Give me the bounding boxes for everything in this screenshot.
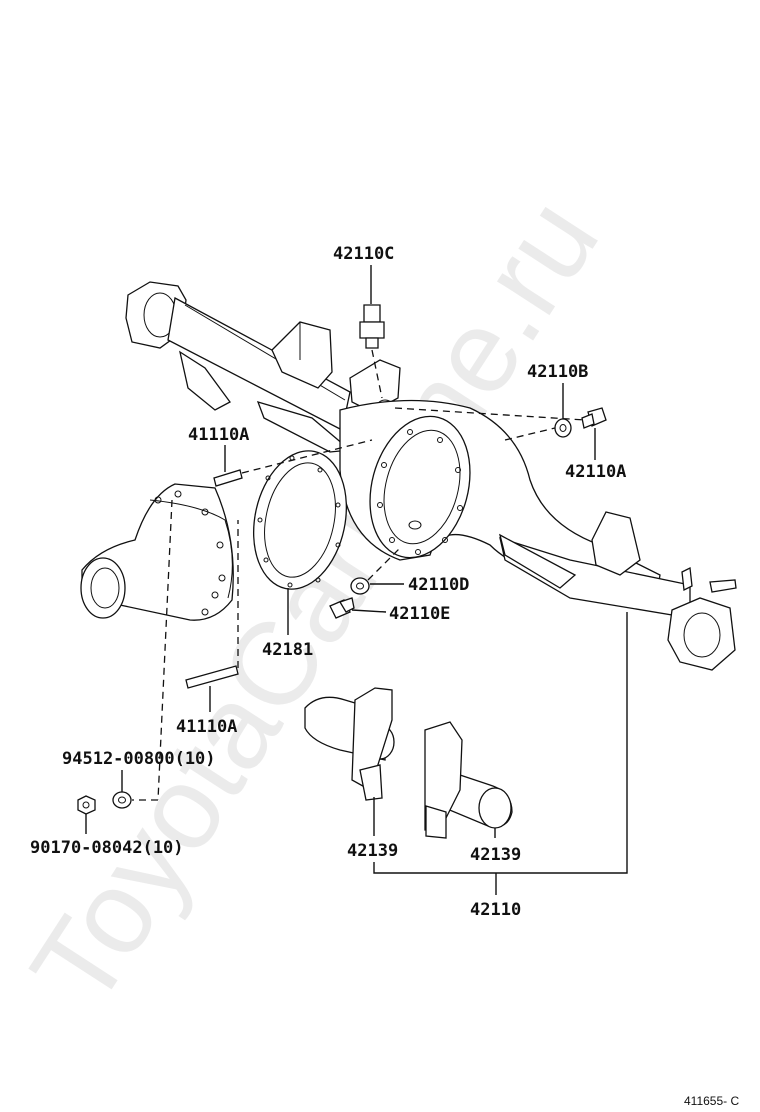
callout-42110E: 42110E (389, 604, 450, 624)
axle-bracket-right (424, 721, 513, 839)
callout-42110C: 42110C (333, 244, 394, 264)
drain-plug (329, 597, 355, 619)
plug-bolt (581, 407, 607, 429)
callout-94512-00800: 94512-00800(10) (62, 749, 216, 769)
callout-42139-left: 42139 (347, 841, 398, 861)
leader-lines (85, 265, 628, 895)
differential-carrier (80, 483, 234, 621)
sensor-plug (359, 304, 385, 349)
lock-washer (112, 791, 132, 809)
stud-bolt-upper (213, 469, 243, 487)
callout-42110D: 42110D (408, 575, 469, 595)
callout-42110A: 42110A (565, 462, 626, 482)
figure-code: 411655- C (684, 1094, 739, 1108)
callout-42110: 42110 (470, 900, 521, 920)
gasket (252, 450, 348, 590)
callout-90170-08042: 90170-08042(10) (30, 838, 184, 858)
callout-42139-right: 42139 (470, 845, 521, 865)
axle-bracket-left (304, 687, 395, 801)
hex-nut (77, 795, 96, 815)
washer (554, 418, 572, 438)
callout-42181: 42181 (262, 640, 313, 660)
callout-42110B: 42110B (527, 362, 588, 382)
stud-bolt-lower (185, 665, 239, 689)
callout-41110A-upper: 41110A (188, 425, 249, 445)
gasket-washer (350, 577, 370, 595)
axle-housing (125, 281, 737, 671)
callout-41110A-lower: 41110A (176, 717, 237, 737)
